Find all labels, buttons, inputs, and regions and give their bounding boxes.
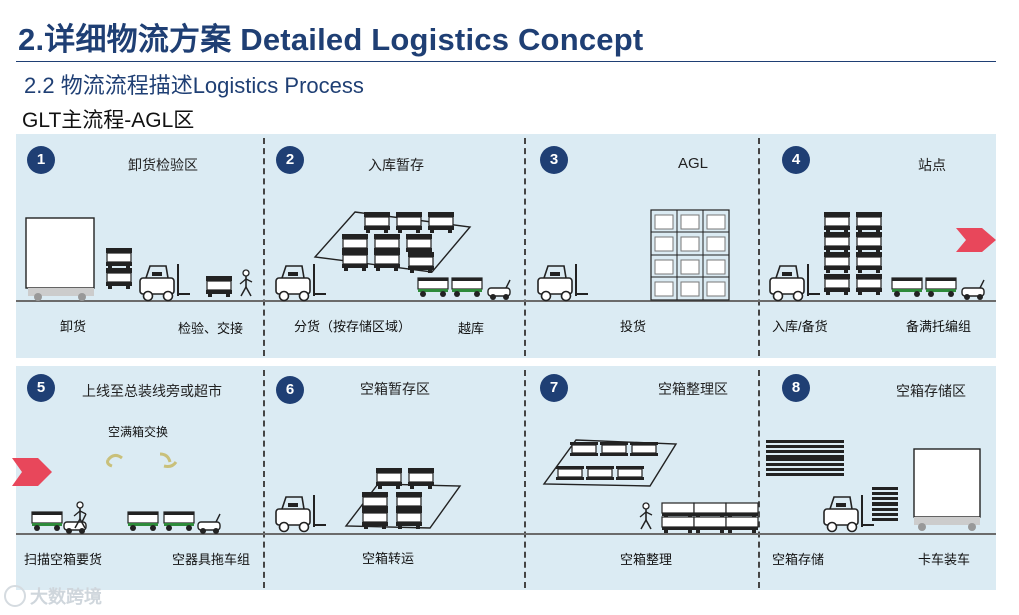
- step-label: 卡车装车: [918, 552, 971, 567]
- step-title: 入库暂存: [368, 157, 424, 173]
- step-divider: [524, 138, 526, 356]
- watermark-logo-icon: [4, 585, 26, 607]
- step-label: 空箱转运: [362, 551, 415, 566]
- step-number-badge: 3: [540, 146, 568, 174]
- step-divider: [263, 138, 265, 356]
- step-label: 备满托编组: [906, 319, 972, 334]
- step-note: 空满箱交换: [108, 425, 169, 439]
- step-title: 空箱整理区: [658, 381, 728, 397]
- page-subtitle: 2.2 物流流程描述Logistics Process: [24, 73, 364, 98]
- step-title: 空箱存储区: [896, 383, 966, 399]
- step-label: 投货: [620, 319, 647, 334]
- step-title: 空箱暂存区: [360, 381, 430, 397]
- step-title: 卸货检验区: [128, 157, 198, 173]
- step-divider: [758, 138, 760, 356]
- step-number-badge: 1: [27, 146, 55, 174]
- ground-line-bottom: [16, 533, 996, 535]
- step-number-badge: 4: [782, 146, 810, 174]
- step-label: 分货（按存储区域）: [294, 319, 412, 334]
- page-title: 2.详细物流方案 Detailed Logistics Concept: [18, 22, 644, 57]
- step-label: 空箱整理: [620, 552, 673, 567]
- step-label: 卸货: [60, 319, 87, 334]
- step-number-badge: 5: [27, 374, 55, 402]
- step-label: 越库: [458, 321, 485, 336]
- watermark-text: 大数跨境: [30, 587, 102, 607]
- step-number-badge: 2: [276, 146, 304, 174]
- step-title: 站点: [918, 157, 946, 173]
- step-number-badge: 7: [540, 374, 568, 402]
- section-title: GLT主流程-AGL区: [22, 109, 195, 132]
- watermark: 大数跨境: [4, 583, 102, 609]
- title-rule: [16, 61, 996, 62]
- step-label: 空箱存储: [772, 552, 825, 567]
- step-divider: [524, 370, 526, 588]
- step-label: 扫描空箱要货: [24, 552, 103, 567]
- step-number-badge: 6: [276, 376, 304, 404]
- step-title: AGL: [678, 155, 709, 172]
- process-row-bottom: [16, 366, 996, 590]
- step-divider: [758, 370, 760, 588]
- ground-line-top: [16, 300, 996, 302]
- step-label: 空器具拖车组: [172, 552, 251, 567]
- step-label: 入库/备货: [772, 319, 828, 334]
- step-divider: [263, 370, 265, 588]
- step-title: 上线至总装线旁或超市: [82, 383, 222, 399]
- step-number-badge: 8: [782, 374, 810, 402]
- step-label: 检验、交接: [178, 321, 244, 336]
